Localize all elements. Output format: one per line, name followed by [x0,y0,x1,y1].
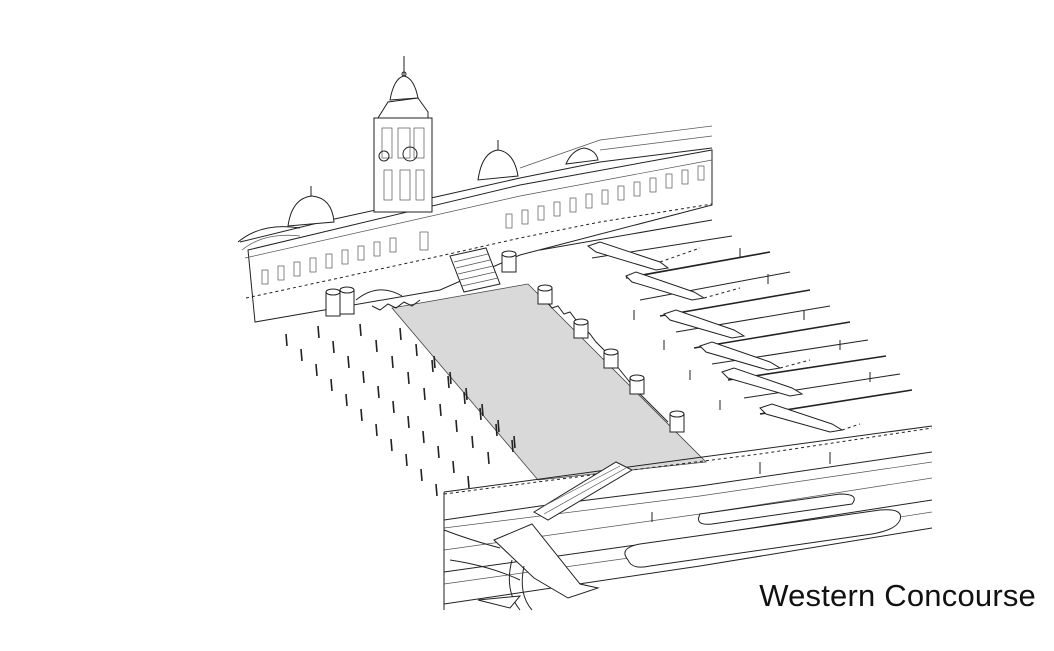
stepped-edge-left [371,299,421,311]
bollard-post [359,323,362,337]
cylinders [325,250,685,433]
bollard-post [463,391,466,405]
bollard-post [315,363,318,377]
bollard-post [415,343,418,357]
bollard-post [390,438,393,452]
bollard-post [481,403,484,417]
lower-deck [443,425,933,611]
bollard-post [495,423,498,437]
bollard-post [497,419,500,433]
bollard-post [347,355,350,369]
station-building [237,56,713,323]
bollard-post [405,453,408,467]
bollard-post [360,408,363,422]
bollard-post [300,348,303,362]
bollard-post [375,339,378,353]
bollard-post [392,400,395,414]
bollard-post [399,327,402,341]
bollard-post [377,385,380,399]
facade-windows [261,165,705,285]
bollard-post [332,340,335,354]
bollard-post [375,423,378,437]
bollard-post [452,460,455,474]
bollard-post [433,355,436,369]
bollard-post [471,435,474,449]
bollard-post [431,359,434,373]
bollard-post [487,451,490,465]
bollard-post [317,325,320,339]
bollard-post [285,333,288,347]
bollard-rows [285,323,516,497]
drawing-caption: Western Concourse [759,578,1036,613]
western-concourse-plaza [391,283,707,481]
bollard-post [465,387,468,401]
bollard-post [449,371,452,385]
bollard-post [362,370,365,384]
bollard-post [447,375,450,389]
bollard-post [479,407,482,421]
bollard-post [423,387,426,401]
stepped-edge-right [545,299,669,423]
bollard-post [422,430,425,444]
bollard-post [513,435,516,449]
bollard-post [391,355,394,369]
bollard-post [407,371,410,385]
bollard-post [420,468,423,482]
bollard-post [467,475,470,489]
platforms [539,219,913,433]
bollard-post [407,415,410,429]
bollard-post [330,378,333,392]
bollard-post [437,445,440,459]
bollard-post [345,393,348,407]
bollard-post [439,403,442,417]
bollard-post [455,419,458,433]
bollard-post [511,439,514,453]
bollard-post [435,483,438,497]
